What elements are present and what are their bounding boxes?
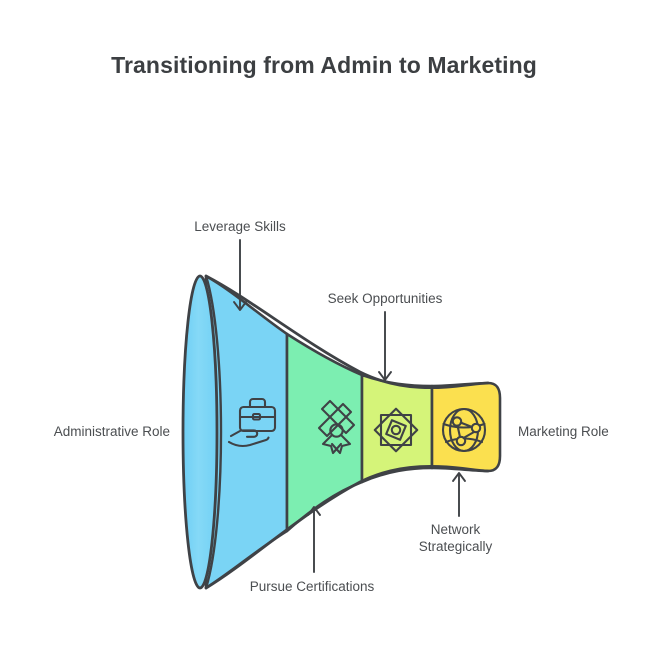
funnel-mouth-ellipse: [181, 274, 219, 590]
callout-label-leverage-skills: Leverage Skills: [194, 219, 286, 234]
callout-label-pursue-certifications: Pursue Certifications: [249, 579, 375, 594]
diploma-ribbon-icon: [317, 399, 356, 455]
globe-network-icon: [441, 407, 487, 453]
briefcase-in-hand-icon: [227, 397, 277, 448]
funnel-mouth-inner-rim: [204, 275, 223, 589]
funnel-mouth: [181, 274, 223, 590]
callout-label-network-strategically: Network Strategically: [418, 522, 493, 554]
callout-label-seek-opportunities: Seek Opportunities: [327, 291, 443, 306]
funnel-end-label: Marketing Role: [518, 424, 609, 439]
funnel-bottom-edge: [204, 464, 490, 590]
callout-arrow-seek-opportunities: [378, 311, 392, 381]
callout-arrow-network-strategically: [452, 472, 466, 517]
funnel-top-edge: [204, 274, 490, 390]
callout-arrow-leverage-skills: [233, 239, 247, 311]
callout-arrow-pursue-certifications: [307, 506, 321, 573]
star-rosette-icon: [373, 407, 419, 453]
funnel-start-label: Administrative Role: [53, 424, 170, 439]
page-title: Transitioning from Admin to Marketing: [111, 52, 537, 78]
